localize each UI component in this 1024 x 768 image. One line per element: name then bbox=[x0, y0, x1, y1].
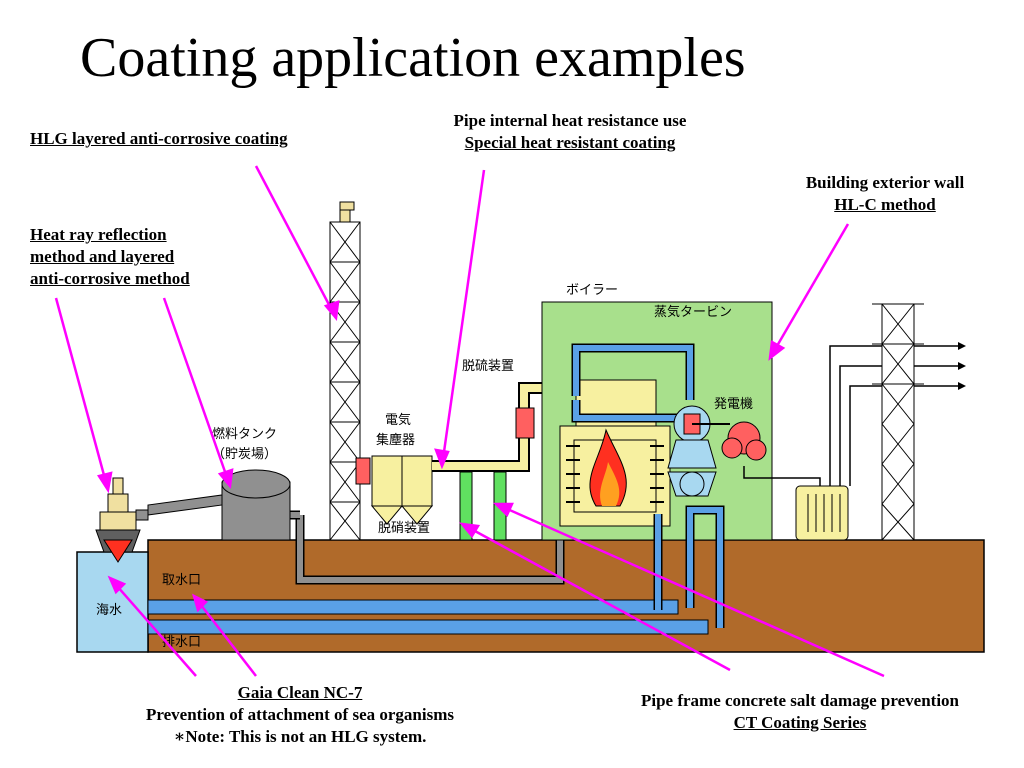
gaia-clean-line3: ∗Note: This is not an HLG system. bbox=[173, 727, 427, 747]
outlet-pipe bbox=[147, 619, 709, 635]
pipe-internal-callout: Pipe internal heat resistance use Specia… bbox=[410, 110, 730, 154]
ground bbox=[147, 539, 985, 653]
pipe-internal-line2: Special heat resistant coating bbox=[464, 133, 676, 153]
desulfurizer bbox=[515, 407, 535, 439]
callout-line-pipe-internal bbox=[440, 169, 486, 467]
fuel-tank-label-2: （貯炭場） bbox=[212, 447, 277, 462]
callout-line-hlg bbox=[254, 165, 338, 319]
heat-ray-line2: method and layered bbox=[30, 247, 175, 267]
precipitator-label-2: 集塵器 bbox=[376, 432, 415, 448]
sea-buoy bbox=[95, 477, 149, 563]
chimney-tower bbox=[329, 201, 361, 541]
callout-line-building bbox=[768, 223, 850, 359]
heat-ray-callout: Heat ray reflection method and layered a… bbox=[30, 224, 190, 290]
fuel-tank bbox=[221, 469, 291, 541]
steam-turbine bbox=[667, 405, 730, 497]
callout-line-pipeframe-2 bbox=[495, 502, 885, 678]
building-wall-callout: Building exterior wall HL-C method bbox=[770, 172, 1000, 216]
fuel-tank-label-1: 燃料タンク bbox=[212, 426, 277, 442]
seawater-label: 海水 bbox=[96, 603, 122, 618]
outlet-label: 排水口 bbox=[162, 635, 201, 650]
heat-ray-line1: Heat ray reflection bbox=[30, 225, 167, 244]
generator bbox=[721, 421, 767, 461]
heat-ray-line3: anti-corrosive method bbox=[30, 269, 190, 289]
hlg-coating-label: HLG layered anti-corrosive coating bbox=[30, 129, 288, 148]
boiler-furnace bbox=[559, 379, 671, 527]
gaia-clean-line2: Prevention of attachment of sea organism… bbox=[145, 705, 454, 725]
callout-line-pipeframe-1 bbox=[461, 522, 731, 672]
pipe-frame-callout: Pipe frame concrete salt damage preventi… bbox=[584, 690, 1016, 734]
intake-pipe bbox=[147, 599, 679, 615]
building-wall-line2: HL-C method bbox=[834, 195, 936, 215]
page-title: Coating application examples bbox=[80, 27, 746, 89]
callout-line-gaia-2 bbox=[193, 595, 257, 677]
pipe-frame-line2: CT Coating Series bbox=[733, 713, 867, 733]
steam-turbine-label: 蒸気タービン bbox=[654, 304, 732, 320]
transmission-tower bbox=[872, 303, 924, 541]
callout-line-heatray-2 bbox=[162, 297, 232, 487]
denitrator-label: 脱硝装置 bbox=[378, 521, 430, 536]
gaia-clean-callout: Gaia Clean NC-7 Prevention of attachment… bbox=[80, 682, 520, 748]
seawater bbox=[76, 551, 149, 653]
generator-label: 発電機 bbox=[714, 397, 753, 412]
callout-line-heatray-1 bbox=[54, 297, 110, 491]
pipe-internal-line1: Pipe internal heat resistance use bbox=[453, 111, 687, 130]
precipitator-label-1: 電気 bbox=[385, 412, 411, 428]
boiler-label: ボイラー bbox=[566, 283, 618, 298]
intake-label: 取水口 bbox=[162, 573, 201, 588]
pipe-frame-line1: Pipe frame concrete salt damage preventi… bbox=[640, 691, 960, 710]
gaia-clean-line1: Gaia Clean NC-7 bbox=[237, 683, 363, 702]
precipitator bbox=[355, 455, 434, 525]
callout-lines bbox=[54, 165, 885, 678]
callout-line-gaia-1 bbox=[109, 577, 197, 677]
transformer bbox=[743, 342, 966, 541]
desulfurizer-label: 脱硫装置 bbox=[462, 359, 514, 374]
building-wall-line1: Building exterior wall bbox=[805, 173, 965, 192]
